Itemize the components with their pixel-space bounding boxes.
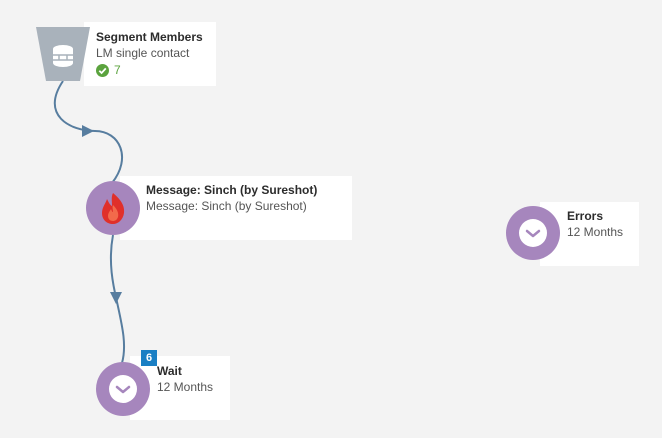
message-title: Message: Sinch (by Sureshot)	[146, 183, 318, 197]
wait-title: Wait	[157, 364, 182, 378]
connector-segment-to-message	[53, 80, 123, 184]
wait-node-icon[interactable]	[96, 362, 150, 416]
wait-subtitle: 12 Months	[157, 380, 214, 394]
wait-step-badge: 6	[141, 350, 157, 366]
clock-icon	[525, 229, 541, 238]
segment-subtitle: LM single contact	[96, 46, 190, 60]
flame-icon	[102, 193, 125, 224]
errors-title: Errors	[567, 209, 604, 223]
clock-icon	[115, 385, 131, 394]
message-subtitle: Message: Sinch (by Sureshot)	[146, 199, 307, 213]
segment-title: Segment Members	[96, 30, 203, 44]
message-card[interactable]	[120, 176, 352, 240]
errors-node-icon[interactable]	[506, 206, 560, 260]
errors-subtitle: 12 Months	[567, 225, 624, 239]
segment-count-value: 7	[114, 63, 121, 77]
segment-count: 7	[96, 63, 121, 77]
connector-arrow-1	[82, 125, 94, 137]
connector-arrow-2	[110, 292, 122, 304]
check-circle-icon	[96, 63, 109, 77]
database-icon[interactable]	[36, 27, 90, 81]
message-node-icon[interactable]	[86, 181, 140, 235]
